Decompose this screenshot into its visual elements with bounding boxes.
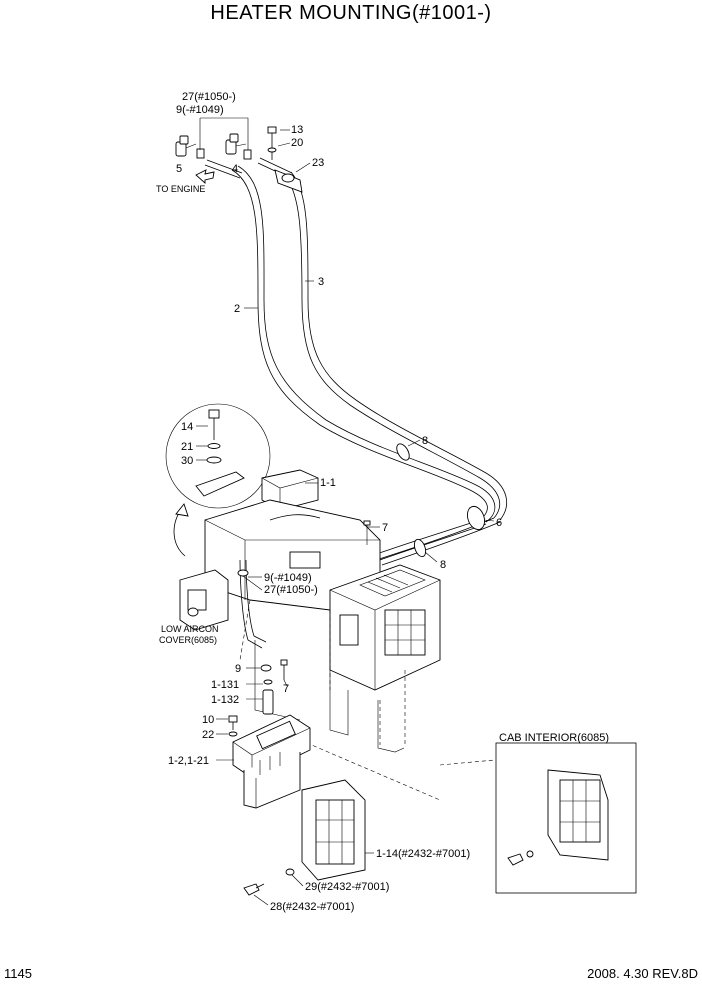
callout-23: 23 xyxy=(312,157,324,169)
callout-20: 20 xyxy=(291,137,303,149)
callout-5: 5 xyxy=(176,163,182,175)
callout-27-top: 27(#1050-) xyxy=(182,91,236,103)
controller-unit xyxy=(216,714,311,809)
bolt-10 xyxy=(216,715,238,737)
callout-8-lower: 8 xyxy=(440,559,446,571)
heater-unit xyxy=(179,469,441,753)
fitting-27-9-left xyxy=(196,148,205,159)
valve-4 xyxy=(225,133,247,155)
callout-1-2-1-21: 1-2,1-21 xyxy=(168,755,209,767)
callout-30: 30 xyxy=(181,455,193,467)
callout-10: 10 xyxy=(202,714,214,726)
callout-6: 6 xyxy=(496,517,502,529)
cab-interior-inset xyxy=(495,742,637,894)
low-aircon-label: LOW AIRCON xyxy=(161,624,219,634)
bolt-7-lower xyxy=(280,659,288,687)
callout-13: 13 xyxy=(291,124,303,136)
bracket-23 xyxy=(274,169,303,193)
fitting-27-9-right xyxy=(243,149,252,160)
callout-14: 14 xyxy=(181,421,193,433)
callout-8-upper: 8 xyxy=(422,435,428,447)
filter-cover-1-14 xyxy=(301,779,374,881)
heater-dashed-lines xyxy=(239,599,406,745)
bolt-13 xyxy=(267,126,277,160)
callout-1-1: 1-1 xyxy=(320,477,336,489)
hose-2 xyxy=(231,165,496,523)
callout-9-top: 9(-#1049) xyxy=(176,104,224,116)
revision-date: 2008. 4.30 REV.8D xyxy=(587,966,698,981)
page-title: HEATER MOUNTING(#1001-) xyxy=(210,2,492,24)
callout-22: 22 xyxy=(202,729,214,741)
to-engine-label: TO ENGINE xyxy=(156,184,205,194)
fitting-9-27-lower xyxy=(237,569,249,577)
callout-7-upper: 7 xyxy=(382,522,388,534)
cab-dashed-lines xyxy=(299,739,496,801)
callout-1-131: 1-131 xyxy=(211,679,239,691)
page-number: 1145 xyxy=(4,966,32,981)
callout-4: 4 xyxy=(232,163,238,175)
callout-27-lower: 27(#1050-) xyxy=(264,584,318,596)
callout-21: 21 xyxy=(181,441,193,453)
hose-end-left xyxy=(204,164,241,179)
callout-9-lower: 9(-#1049) xyxy=(264,572,312,584)
clamp-6 xyxy=(466,505,495,531)
detail-callout-circle xyxy=(165,403,271,509)
callout-2: 2 xyxy=(234,303,240,315)
cover-label: COVER(6085) xyxy=(159,635,217,645)
knob-28 xyxy=(243,883,269,906)
callout-9-fitting: 9 xyxy=(235,663,241,675)
callout-7-lower: 7 xyxy=(283,683,289,695)
hose-3 xyxy=(284,171,507,521)
fitting-1-131-1-132 xyxy=(246,664,274,715)
callout-1-132: 1-132 xyxy=(211,694,239,706)
callout-3: 3 xyxy=(318,276,324,288)
callout-28: 28(#2432-#7001) xyxy=(270,901,354,913)
callout-29: 29(#2432-#7001) xyxy=(305,881,389,893)
to-engine-arrow xyxy=(195,169,215,185)
clamp-8-upper xyxy=(396,439,421,461)
nut-29 xyxy=(285,868,304,887)
callout-1-14: 1-14(#2432-#7001) xyxy=(376,848,470,860)
valve-5 xyxy=(175,135,197,157)
clamp-8-lower xyxy=(413,538,438,563)
leader-27-9 xyxy=(199,117,249,150)
cab-interior-label: CAB INTERIOR(6085) xyxy=(499,732,609,744)
